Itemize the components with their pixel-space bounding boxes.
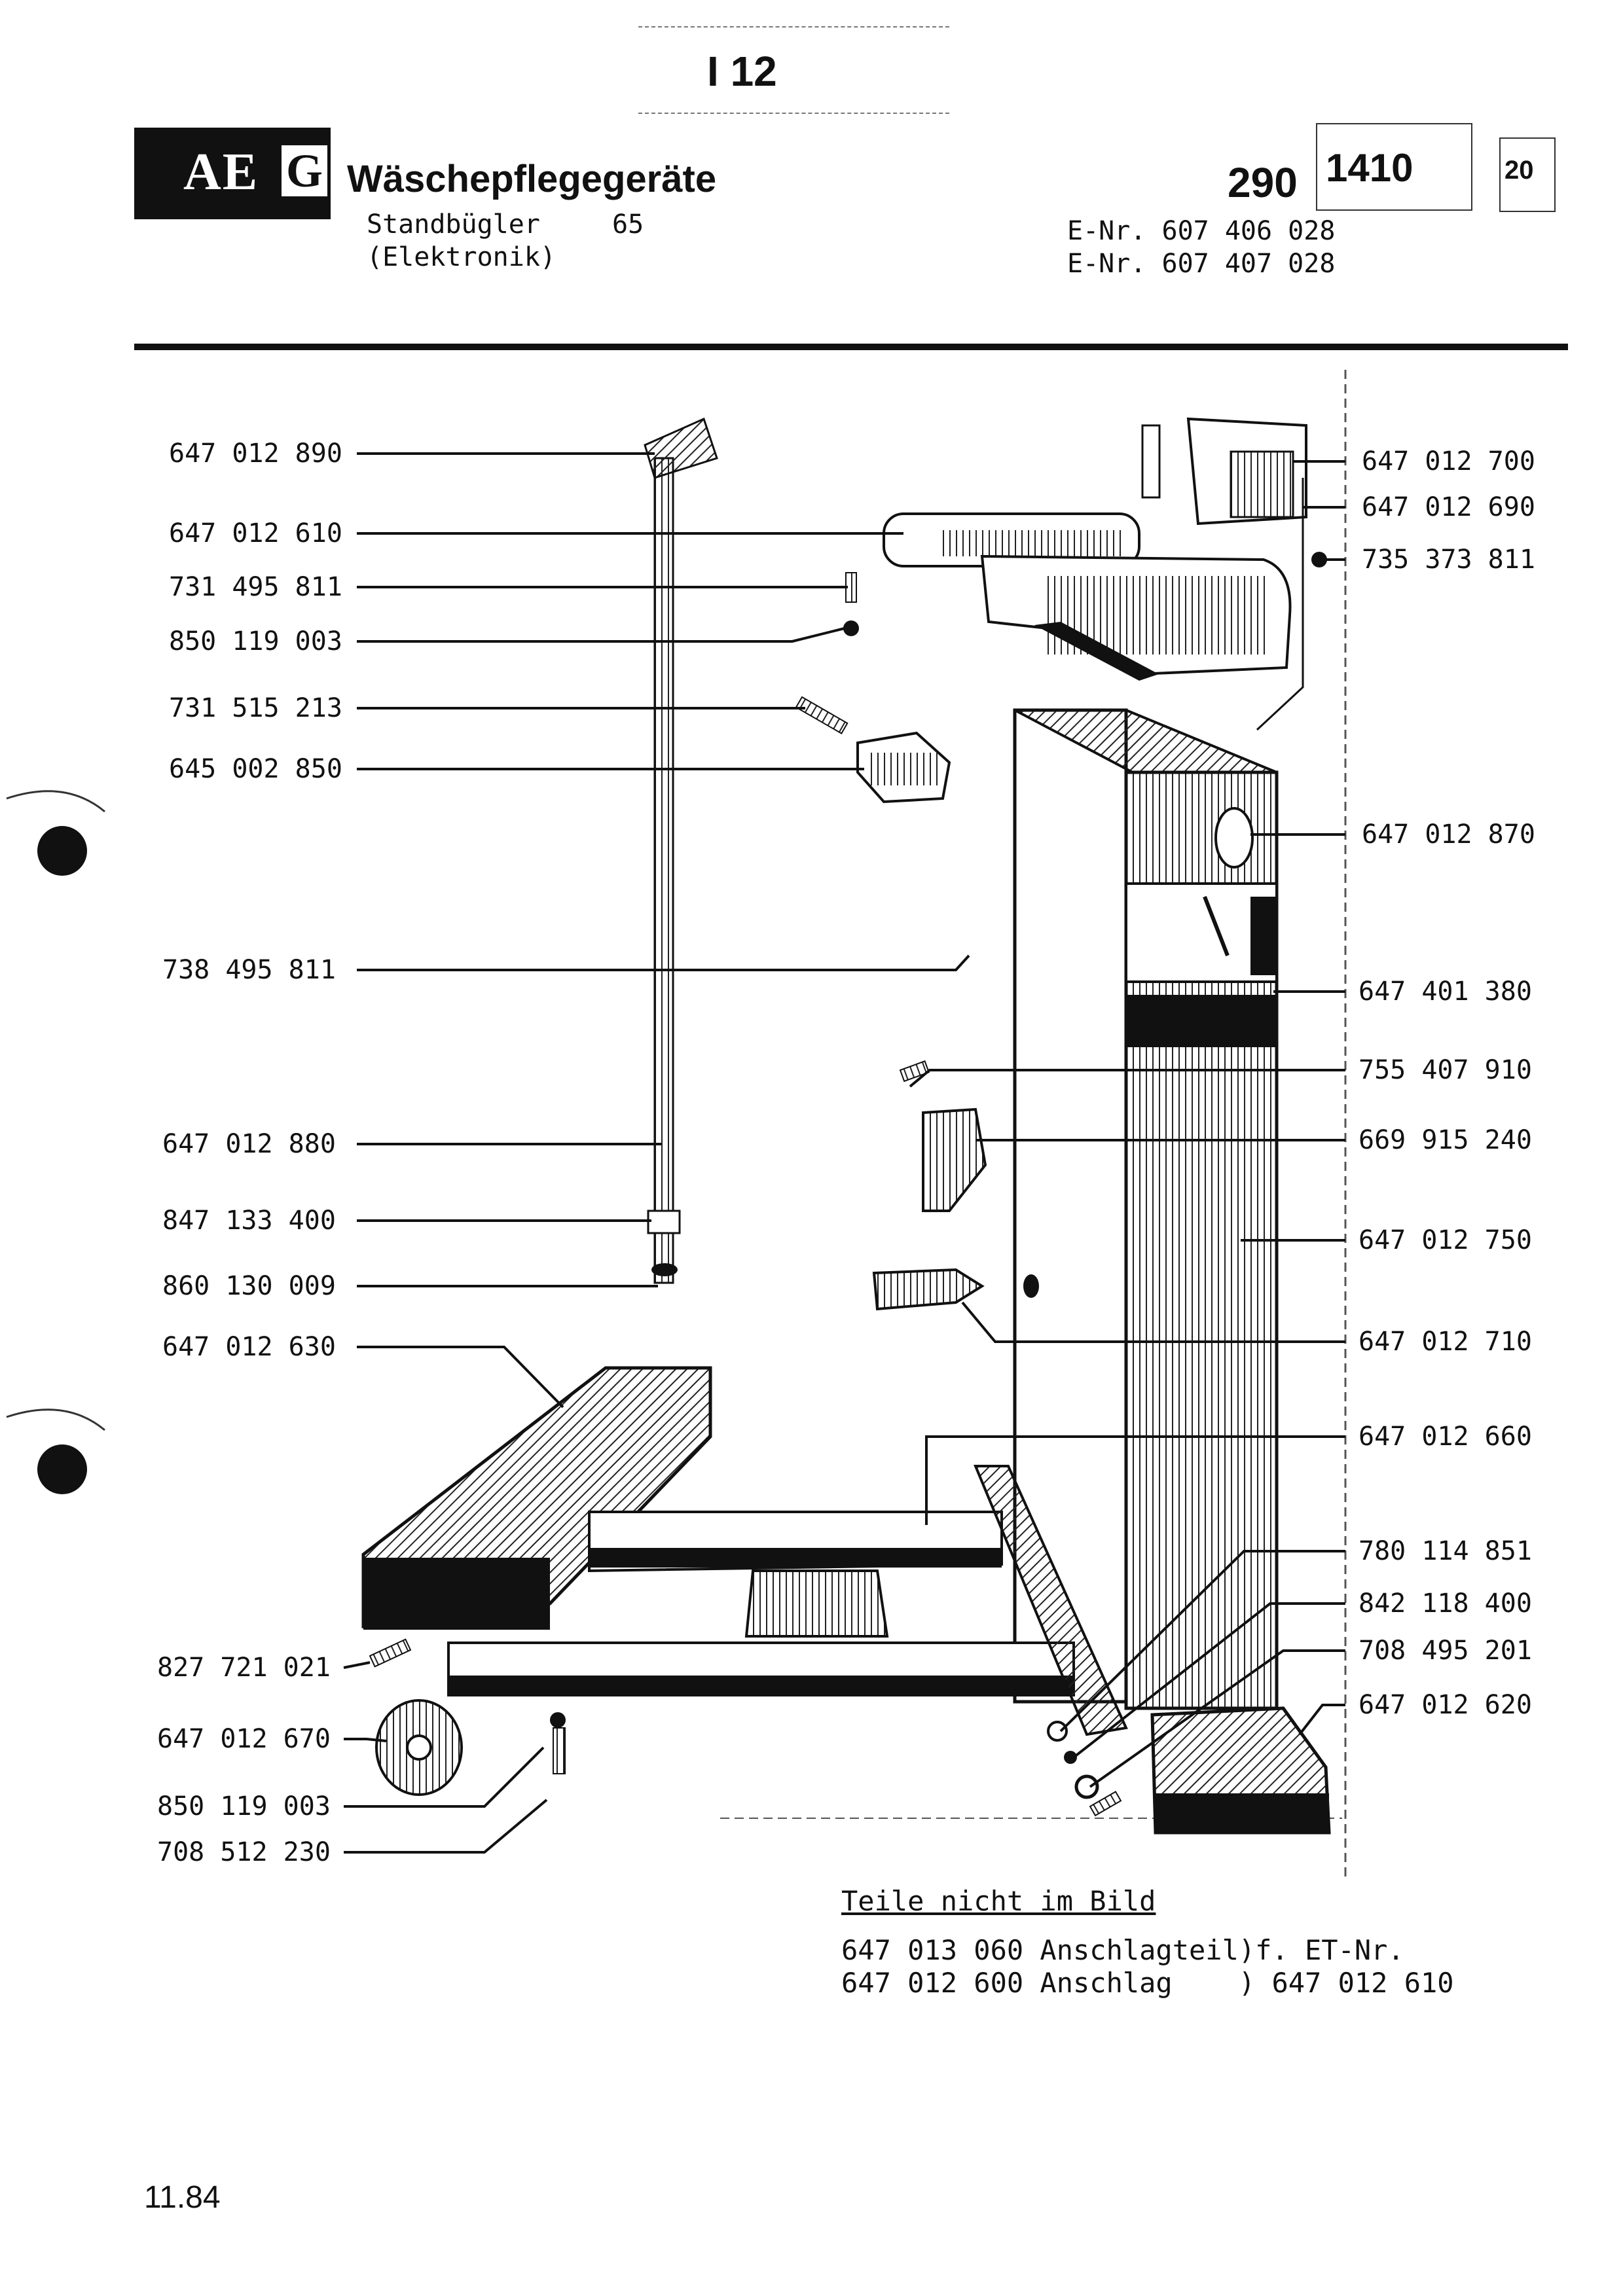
sheet-group: 290 — [1228, 159, 1298, 206]
part-label-left-9: 847 133 400 — [162, 1206, 336, 1236]
part-label-right-1: 647 012 700 — [1362, 446, 1535, 476]
cover-plates — [883, 512, 1292, 681]
part-label-left-8: 647 012 880 — [162, 1129, 336, 1159]
part-label-left-6: 645 002 850 — [169, 754, 342, 784]
part-label-right-14: 647 012 620 — [1359, 1690, 1532, 1720]
part-label-right-8: 647 012 750 — [1359, 1225, 1532, 1255]
header-rule — [134, 344, 1568, 350]
part-label-left-11: 647 012 630 — [162, 1332, 336, 1362]
category-title: Wäschepflegegeräte — [347, 158, 717, 200]
model-variant: (Elektronik) — [367, 242, 556, 272]
notes-title: Teile nicht im Bild — [841, 1885, 1156, 1917]
brand-logo-text: AE — [183, 143, 259, 201]
section-label: I 12 — [707, 48, 777, 95]
part-label-left-1: 647 012 890 — [169, 439, 342, 469]
binder-hole-bottom — [6, 1408, 105, 1494]
cable-holder — [1141, 417, 1327, 567]
rod — [644, 417, 718, 1284]
model-name: Standbügler — [367, 209, 540, 240]
part-label-right-13: 708 495 201 — [1359, 1636, 1532, 1666]
part-label-right-12: 842 118 400 — [1359, 1588, 1532, 1619]
e-number-1: E-Nr. 607 406 028 — [1067, 216, 1336, 246]
part-label-left-10: 860 130 009 — [162, 1271, 336, 1301]
roller — [369, 1638, 463, 1796]
part-label-left-2: 647 012 610 — [169, 518, 342, 548]
part-label-right-5: 647 401 380 — [1359, 977, 1532, 1007]
part-label-right-10: 647 012 660 — [1359, 1422, 1532, 1452]
sheet-number: 1410 — [1326, 146, 1413, 190]
knob — [872, 1268, 1039, 1311]
hinge-block — [856, 731, 951, 804]
print-date: 11.84 — [144, 2180, 221, 2215]
note-line-1: 647 013 060 Anschlagteil)f. ET-Nr. — [841, 1934, 1404, 1966]
leader-lines-left — [343, 452, 970, 1854]
part-label-right-2: 647 012 690 — [1362, 492, 1535, 522]
part-label-right-4: 647 012 870 — [1362, 819, 1535, 850]
screws-lower — [550, 1712, 1122, 1817]
clip — [899, 1060, 987, 1212]
part-label-right-6: 755 407 910 — [1359, 1055, 1532, 1085]
part-label-right-11: 780 114 851 — [1359, 1536, 1532, 1566]
part-label-left-7: 738 495 811 — [162, 955, 336, 985]
part-label-left-15: 708 512 230 — [157, 1837, 331, 1867]
section-box — [638, 26, 949, 114]
note-line-2: 647 012 600 Anschlag ) 647 012 610 — [841, 1967, 1454, 1999]
sheet-page: 20 — [1504, 156, 1534, 185]
base-frame — [361, 1366, 1331, 1835]
part-label-left-12: 827 721 021 — [157, 1653, 331, 1683]
sheet-number-box — [1316, 123, 1472, 211]
part-label-left-3: 731 495 811 — [169, 572, 342, 602]
part-label-left-5: 731 515 213 — [169, 693, 342, 723]
brand-logo-g: G — [282, 145, 327, 196]
part-label-right-9: 647 012 710 — [1359, 1327, 1532, 1357]
screws-upper — [795, 572, 859, 734]
part-label-right-7: 669 915 240 — [1359, 1125, 1532, 1155]
part-label-right-3: 735 373 811 — [1362, 545, 1535, 575]
part-label-left-4: 850 119 003 — [169, 626, 342, 656]
e-number-2: E-Nr. 607 407 028 — [1067, 249, 1336, 279]
binder-hole-top — [6, 790, 105, 876]
part-label-left-13: 647 012 670 — [157, 1724, 331, 1754]
part-label-left-14: 850 119 003 — [157, 1791, 331, 1821]
leader-lines-right — [909, 460, 1345, 1788]
arrow-line — [1256, 478, 1304, 731]
model-number: 65 — [612, 209, 644, 240]
sheet-page-box — [1499, 137, 1556, 212]
